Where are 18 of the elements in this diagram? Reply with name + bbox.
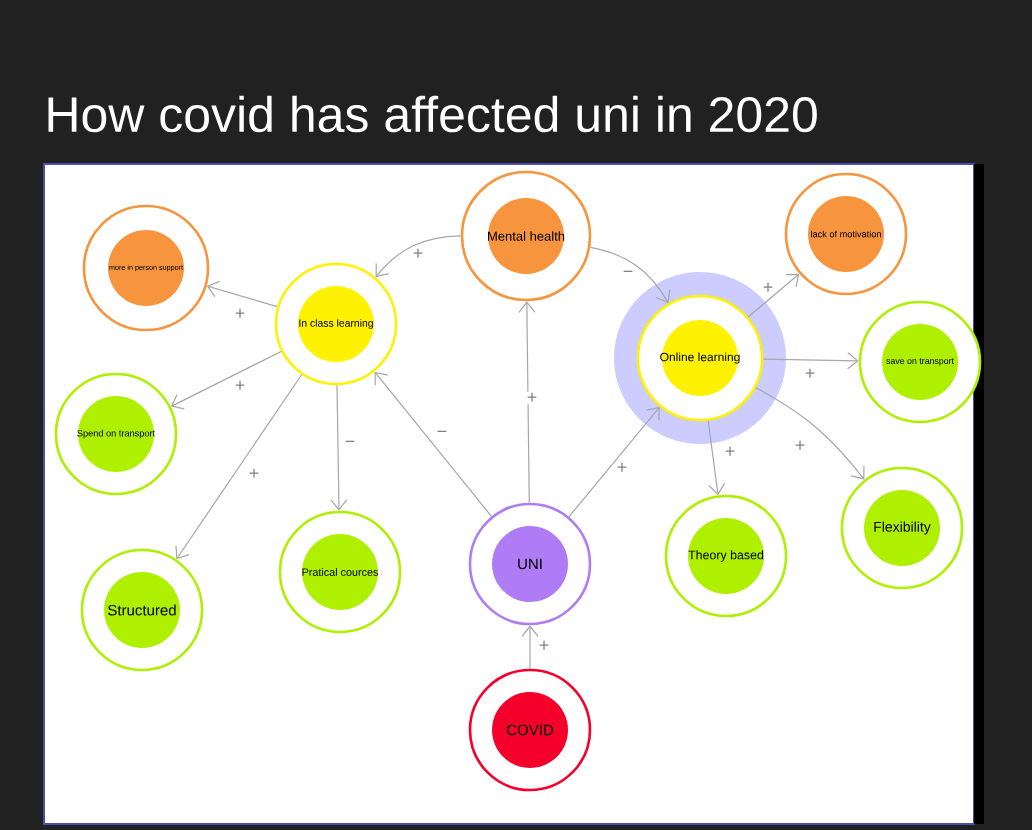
arrow	[374, 371, 493, 517]
arrow	[375, 235, 462, 278]
edge-label: −	[343, 439, 357, 449]
arrow	[330, 384, 348, 511]
arrow	[707, 420, 726, 496]
arrow	[747, 273, 800, 318]
arrow	[521, 625, 539, 670]
arrow	[762, 352, 859, 370]
title: How covid has affected uni in 2020	[48, 95, 817, 133]
arrow	[568, 406, 660, 518]
edge-label: −	[435, 429, 449, 439]
arrow	[755, 387, 865, 480]
edge-label: −	[621, 269, 635, 279]
arrow	[170, 350, 282, 410]
arrow	[175, 374, 303, 560]
arrow	[518, 301, 536, 504]
arrow	[589, 246, 671, 304]
arrow	[206, 280, 278, 308]
